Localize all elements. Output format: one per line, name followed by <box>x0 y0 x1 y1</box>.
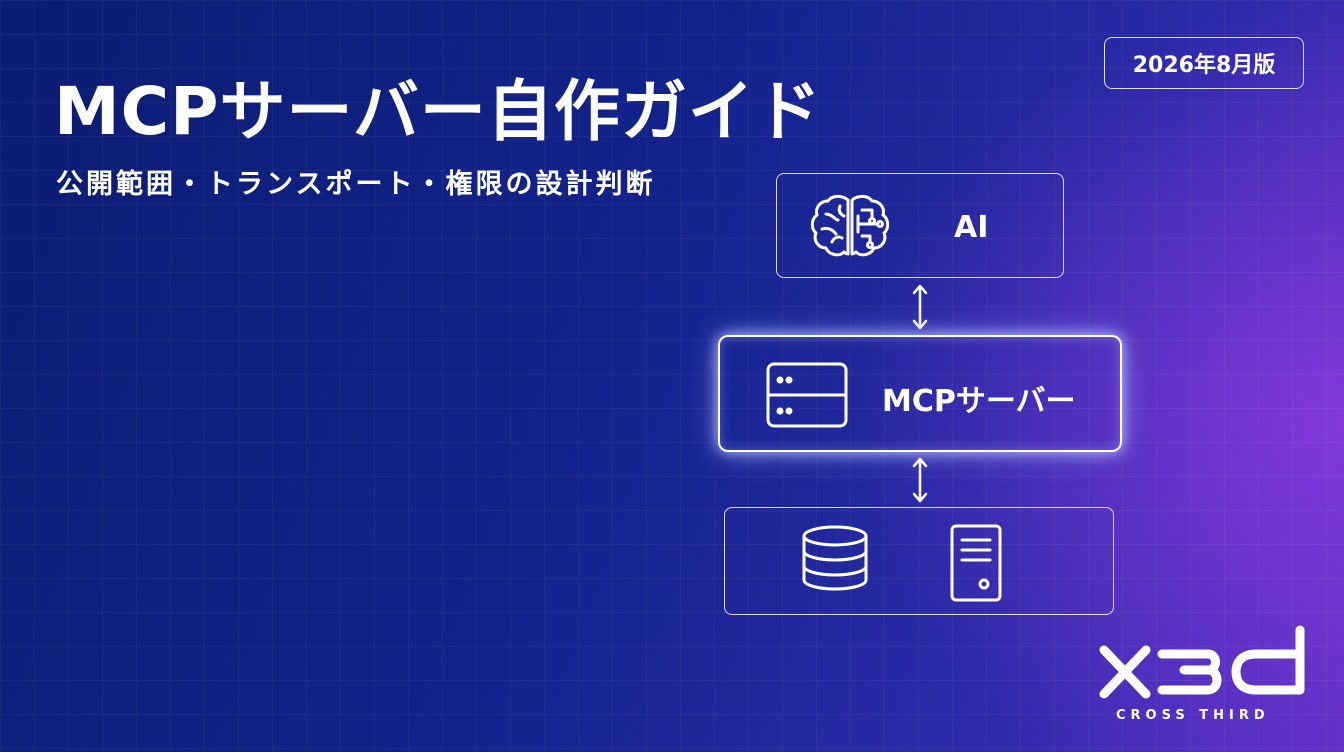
brand-subtitle: CROSS THIRD <box>1116 708 1270 723</box>
bidirectional-arrow-mcp-resources <box>912 457 928 503</box>
page-subtitle: 公開範囲・トランスポート・権限の設計判断 <box>56 169 656 200</box>
mcp-server-node-label: MCPサーバー <box>882 384 1076 419</box>
cross-third-logo <box>1099 625 1305 699</box>
ai-node <box>776 173 1064 278</box>
database-icon <box>802 525 868 591</box>
ai-node-label: AI <box>954 210 989 245</box>
resources-node <box>724 507 1114 615</box>
page-title: MCPサーバー自作ガイド <box>54 73 822 150</box>
brain-circuit-icon <box>810 194 890 257</box>
server-tower-icon <box>950 524 1002 602</box>
server-rack-icon <box>766 362 848 428</box>
edition-badge: 2026年8月版 <box>1104 37 1304 89</box>
mcp-server-node <box>718 335 1122 452</box>
bidirectional-arrow-ai-mcp <box>912 284 928 330</box>
